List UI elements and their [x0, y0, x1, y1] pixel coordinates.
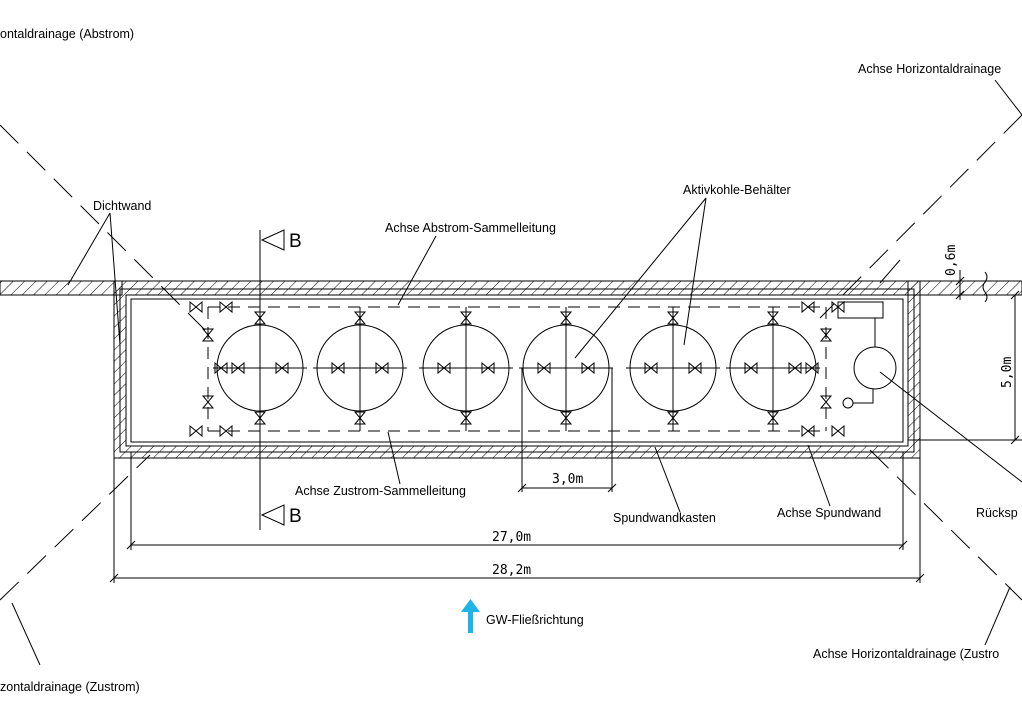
- valve-icon: [219, 300, 233, 314]
- valve-icon: [666, 411, 680, 425]
- label-drainage-abstrom-right: Achse Horizontaldrainage: [858, 62, 1001, 76]
- valve-icon: [666, 311, 680, 325]
- label-rueckspuel: Rücksp: [976, 506, 1018, 520]
- valve-icon: [231, 361, 245, 375]
- valve-icon: [744, 361, 758, 375]
- valves: [189, 300, 845, 438]
- label-zustrom-sammelleitung: Achse Zustrom-Sammelleitung: [295, 484, 466, 498]
- valve-icon: [219, 424, 233, 438]
- valve-icon: [189, 300, 203, 314]
- valve-icon: [766, 311, 780, 325]
- aktivkohle-tank-2: [313, 307, 407, 431]
- label-dichtwand: Dichtwand: [93, 199, 151, 213]
- valve-icon: [214, 361, 228, 375]
- valve-icon: [581, 361, 595, 375]
- valve-icon: [353, 411, 367, 425]
- valve-icon: [788, 361, 802, 375]
- valve-icon: [805, 361, 819, 375]
- aktivkohle-tank-6: [726, 307, 820, 431]
- valve-icon: [201, 328, 215, 342]
- aktivkohle-tank-5: [626, 307, 720, 431]
- dim-width: 5,0m: [1000, 357, 1015, 388]
- valve-icon: [831, 424, 845, 438]
- label-drainage-abstrom-left: ontaldrainage (Abstrom): [0, 27, 134, 41]
- valve-icon: [331, 361, 345, 375]
- aktivkohle-tanks: [213, 307, 820, 431]
- valve-icon: [375, 361, 389, 375]
- label-drainage-zustrom-left: zontaldrainage (Zustrom): [0, 680, 140, 694]
- valve-icon: [644, 361, 658, 375]
- valve-icon: [801, 300, 815, 314]
- valve-icon: [559, 311, 573, 325]
- leader-lines: [11, 79, 1022, 666]
- label-achse-spundwand: Achse Spundwand: [777, 506, 881, 520]
- valve-icon: [459, 411, 473, 425]
- spundwandkasten: [113, 280, 921, 459]
- valve-icon: [459, 311, 473, 325]
- valve-icon: [437, 361, 451, 375]
- label-drainage-zustrom-right: Achse Horizontaldrainage (Zustro: [813, 647, 999, 661]
- aktivkohle-tank-4: [519, 307, 613, 431]
- section-line-b: B B: [259, 229, 302, 530]
- rueckspuel-equipment: [837, 301, 897, 409]
- valve-icon: [201, 395, 215, 409]
- valve-icon: [819, 395, 833, 409]
- sammelleitungen: [207, 306, 827, 432]
- valve-icon: [766, 411, 780, 425]
- label-spundwandkasten: Spundwandkasten: [613, 511, 716, 525]
- section-label-top: B: [289, 231, 302, 252]
- valve-icon: [481, 361, 495, 375]
- dimension-lines: [109, 270, 1022, 583]
- label-aktivkohle-behaelter: Aktivkohle-Behälter: [683, 183, 791, 197]
- label-gw-fliessrichtung: GW-Fließrichtung: [486, 613, 584, 627]
- dichtwand-strips: [0, 280, 1022, 296]
- gw-flow-arrow-icon: [461, 599, 480, 633]
- dim-outer-length: 28,2m: [492, 563, 531, 578]
- drainage-axes: [0, 114, 1022, 601]
- aktivkohle-tank-3: [419, 307, 513, 431]
- valve-icon: [801, 424, 815, 438]
- label-abstrom-sammelleitung: Achse Abstrom-Sammelleitung: [385, 221, 556, 235]
- valve-icon: [537, 361, 551, 375]
- dim-wall: 0,6m: [944, 245, 959, 276]
- valve-icon: [353, 311, 367, 325]
- valve-icon: [688, 361, 702, 375]
- dim-tank-spacing: 3,0m: [552, 472, 583, 487]
- valve-icon: [189, 424, 203, 438]
- valve-icon: [819, 328, 833, 342]
- dim-inner-length: 27,0m: [492, 530, 531, 545]
- valve-icon: [275, 361, 289, 375]
- valve-icon: [831, 300, 845, 314]
- valve-icon: [559, 411, 573, 425]
- section-label-bottom: B: [289, 506, 302, 527]
